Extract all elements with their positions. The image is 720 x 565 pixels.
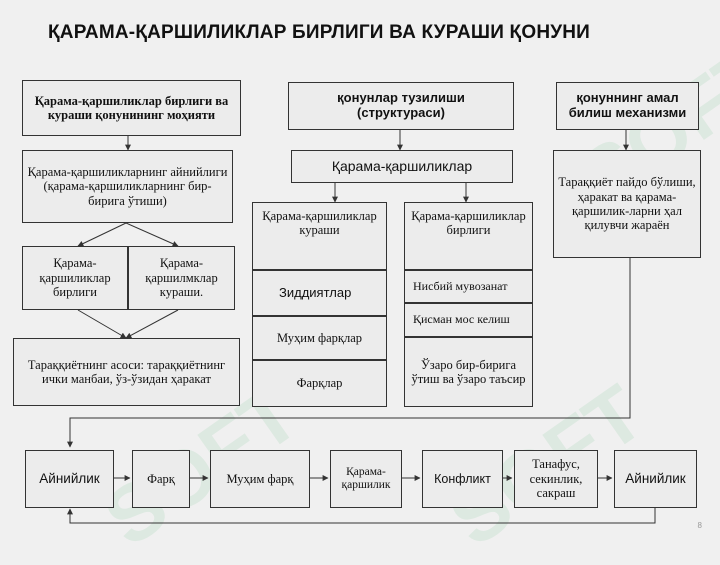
unity-title-box: Қарама-қаршиликлар бирлиги (404, 202, 533, 270)
unity-item-partial-match: Қисман мос келиш (404, 303, 533, 337)
col1-header: Қарама-қаршиликлар бирлиги ва кураши қон… (22, 80, 241, 136)
contradictions-box: Қарама-қаршиликлар (291, 150, 513, 183)
chain-step-contradiction: Қарама-қаршилик (330, 450, 402, 508)
chain-step-identity-final: Айнийлик (614, 450, 697, 508)
unity-box: Қарама-қаршиликлар бирлиги (22, 246, 128, 310)
chain-step-major-difference: Муҳим фарқ (210, 450, 310, 508)
page-number: 8 (697, 521, 702, 530)
struggle-title-box: Қарама-қаршиликлар кураши (252, 202, 387, 270)
chain-step-difference: Фарқ (132, 450, 190, 508)
struggle-item-differences: Фарқлар (252, 360, 387, 407)
col2-header: қонунлар тузилиши (структураси) (288, 82, 514, 130)
mechanism-box: Тараққиёт пайдо бўлиши, ҳаракат ва қарам… (553, 150, 701, 258)
chain-step-identity: Айнийлик (25, 450, 114, 508)
chain-step-leap: Танафус, секинлик, сакраш (514, 450, 598, 508)
page-title: ҚАРАМА-ҚАРШИЛИКЛАР БИРЛИГИ ВА КУРАШИ ҚОН… (48, 22, 591, 43)
chain-step-conflict: Конфликт (422, 450, 503, 508)
struggle-item-contradictions: Зиддиятлар (252, 270, 387, 316)
connector-lines (67, 130, 656, 524)
struggle-item-major-differences: Муҳим фарқлар (252, 316, 387, 360)
col3-header: қонуннинг амал билиш механизми (556, 82, 699, 130)
unity-item-mutual-transition: Ўзаро бир-бирига ўтиш ва ўзаро таъсир (404, 337, 533, 407)
identity-box: Қарама-қаршиликларнинг айнийлиги (қарама… (22, 150, 233, 223)
unity-item-relative-equilibrium: Нисбий мувозанат (404, 270, 533, 303)
development-source-box: Тараққиётнинг асоси: тараққиётнинг ички … (13, 338, 240, 406)
struggle-box: Қарама-қаршилмклар кураши. (128, 246, 235, 310)
